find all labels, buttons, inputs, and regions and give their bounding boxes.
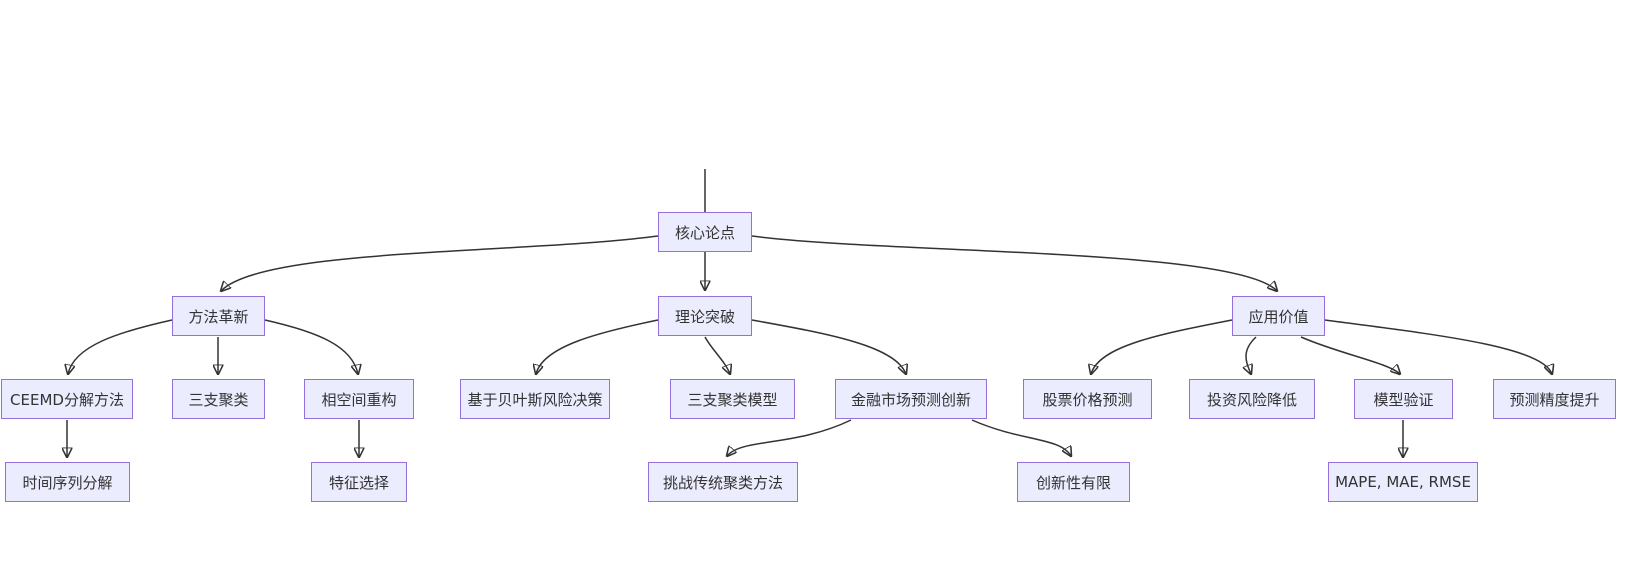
node-prediction-accuracy: 预测精度提升 <box>1493 379 1616 419</box>
edge-fininnov-to-challenge <box>727 419 852 456</box>
node-limited-innovation: 创新性有限 <box>1017 462 1130 502</box>
edge-application-to-model <box>1300 336 1400 374</box>
edge-theory-to-bayes <box>536 319 659 374</box>
node-bayes-risk-decision: 基于贝叶斯风险决策 <box>460 379 610 419</box>
edge-method-to-phase <box>264 319 358 374</box>
edge-fininnov-to-limited <box>971 419 1071 456</box>
node-error-metrics: MAPE, MAE, RMSE <box>1328 462 1478 502</box>
node-application-value: 应用价值 <box>1232 296 1325 336</box>
node-phase-space-reconstruction: 相空间重构 <box>304 379 414 419</box>
edge-theory-to-fininnov <box>751 319 906 374</box>
node-theory-breakthrough: 理论突破 <box>658 296 752 336</box>
node-challenge-traditional-clustering: 挑战传统聚类方法 <box>648 462 798 502</box>
edge-core-to-application <box>751 235 1277 291</box>
node-feature-selection: 特征选择 <box>311 462 407 502</box>
node-time-series-decomposition: 时间序列分解 <box>5 462 130 502</box>
edge-theory-to-twcmodel <box>704 336 730 374</box>
edge-application-to-invest <box>1246 336 1257 374</box>
edge-application-to-stock <box>1091 319 1233 374</box>
node-investment-risk-reduction: 投资风险降低 <box>1189 379 1315 419</box>
node-financial-forecast-innovation: 金融市场预测创新 <box>835 379 987 419</box>
node-method-innovation: 方法革新 <box>172 296 265 336</box>
node-core-thesis: 核心论点 <box>658 212 752 252</box>
node-three-way-cluster-model: 三支聚类模型 <box>670 379 795 419</box>
edge-application-to-accuracy <box>1324 319 1552 374</box>
node-ceemd-decomposition: CEEMD分解方法 <box>1 379 133 419</box>
edge-method-to-ceemd <box>68 319 173 374</box>
node-three-way-clustering: 三支聚类 <box>172 379 265 419</box>
edge-core-to-method <box>221 235 659 291</box>
node-model-validation: 模型验证 <box>1354 379 1453 419</box>
node-stock-price-prediction: 股票价格预测 <box>1023 379 1152 419</box>
